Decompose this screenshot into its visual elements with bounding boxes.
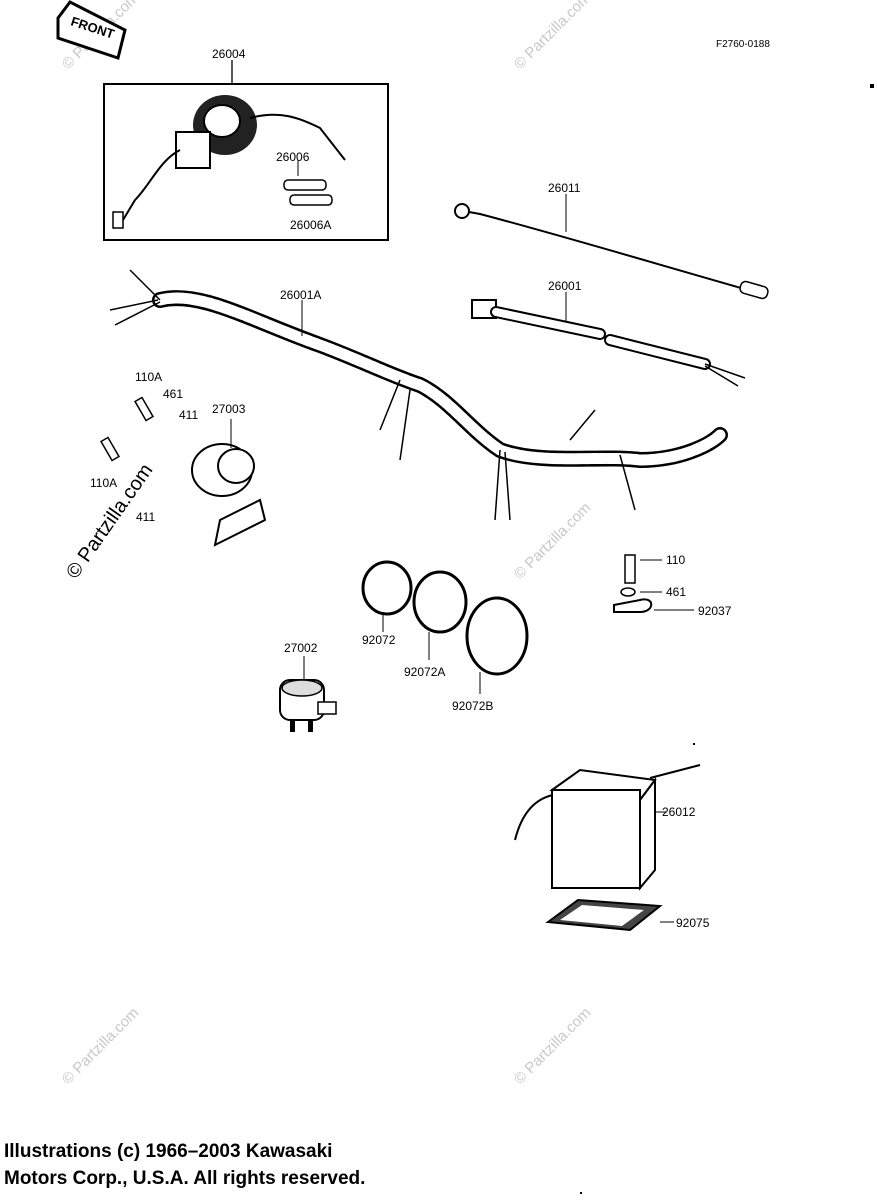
copyright-line-1: Illustrations (c) 1966–2003 Kawasaki [4, 1141, 333, 1162]
callout-110: 110 [666, 553, 685, 567]
callout-26001: 26001 [548, 279, 582, 293]
callout-26011: 26011 [548, 181, 581, 195]
part-92072-group: 92072 92072A 92072B [361, 560, 529, 713]
callout-92072B: 92072B [452, 699, 493, 713]
callout-26012: 26012 [662, 805, 696, 819]
callout-461-top: 461 [163, 387, 183, 401]
callout-26001A: 26001A [280, 288, 321, 302]
callout-110A-bottom: 110A [90, 476, 117, 490]
mark [580, 1192, 582, 1194]
callout-26004: 26004 [212, 47, 246, 61]
part-27003-group: 27003 110A 461 411 110A 411 [90, 370, 267, 547]
callout-92037: 92037 [698, 604, 732, 618]
part-26001-group: 26001 [471, 279, 746, 387]
watermarks: © Partzilla.com © Partzilla.com © Partzi… [59, 0, 594, 1088]
part-26004-group: 26004 26006 26006A [103, 47, 389, 241]
callout-26006A: 26006A [290, 218, 331, 232]
part-92037-group: 110 461 92037 [613, 553, 732, 618]
watermark: © Partzilla.com [511, 1004, 594, 1087]
figure-code: F2760-0188 [716, 39, 770, 50]
callout-92072A: 92072A [404, 665, 445, 679]
callout-27003: 27003 [212, 402, 246, 416]
callout-26006: 26006 [276, 150, 310, 164]
part-26011-group: 26011 [454, 181, 769, 300]
callout-411-top: 411 [179, 408, 198, 422]
watermark: © Partzilla.com [511, 0, 594, 73]
watermark: © Partzilla.com [59, 1004, 142, 1087]
callout-92075: 92075 [676, 916, 710, 930]
callout-92072: 92072 [362, 633, 396, 647]
part-26012-group: 26012 92075 [514, 764, 710, 932]
callout-110A-top: 110A [135, 370, 162, 384]
callout-27002: 27002 [284, 641, 318, 655]
mark [693, 743, 695, 745]
part-26001A-group: 26001A [109, 269, 728, 521]
part-27002-group: 27002 [279, 641, 337, 732]
callout-461-right: 461 [666, 585, 686, 599]
copyright-notice: Illustrations (c) 1966–2003 Kawasaki Mot… [4, 1138, 524, 1192]
callout-411-bottom: 411 [136, 510, 155, 524]
mark [870, 84, 874, 88]
watermark: © Partzilla.com [511, 499, 594, 582]
copyright-line-2: Motors Corp., U.S.A. All rights reserved… [4, 1168, 366, 1189]
